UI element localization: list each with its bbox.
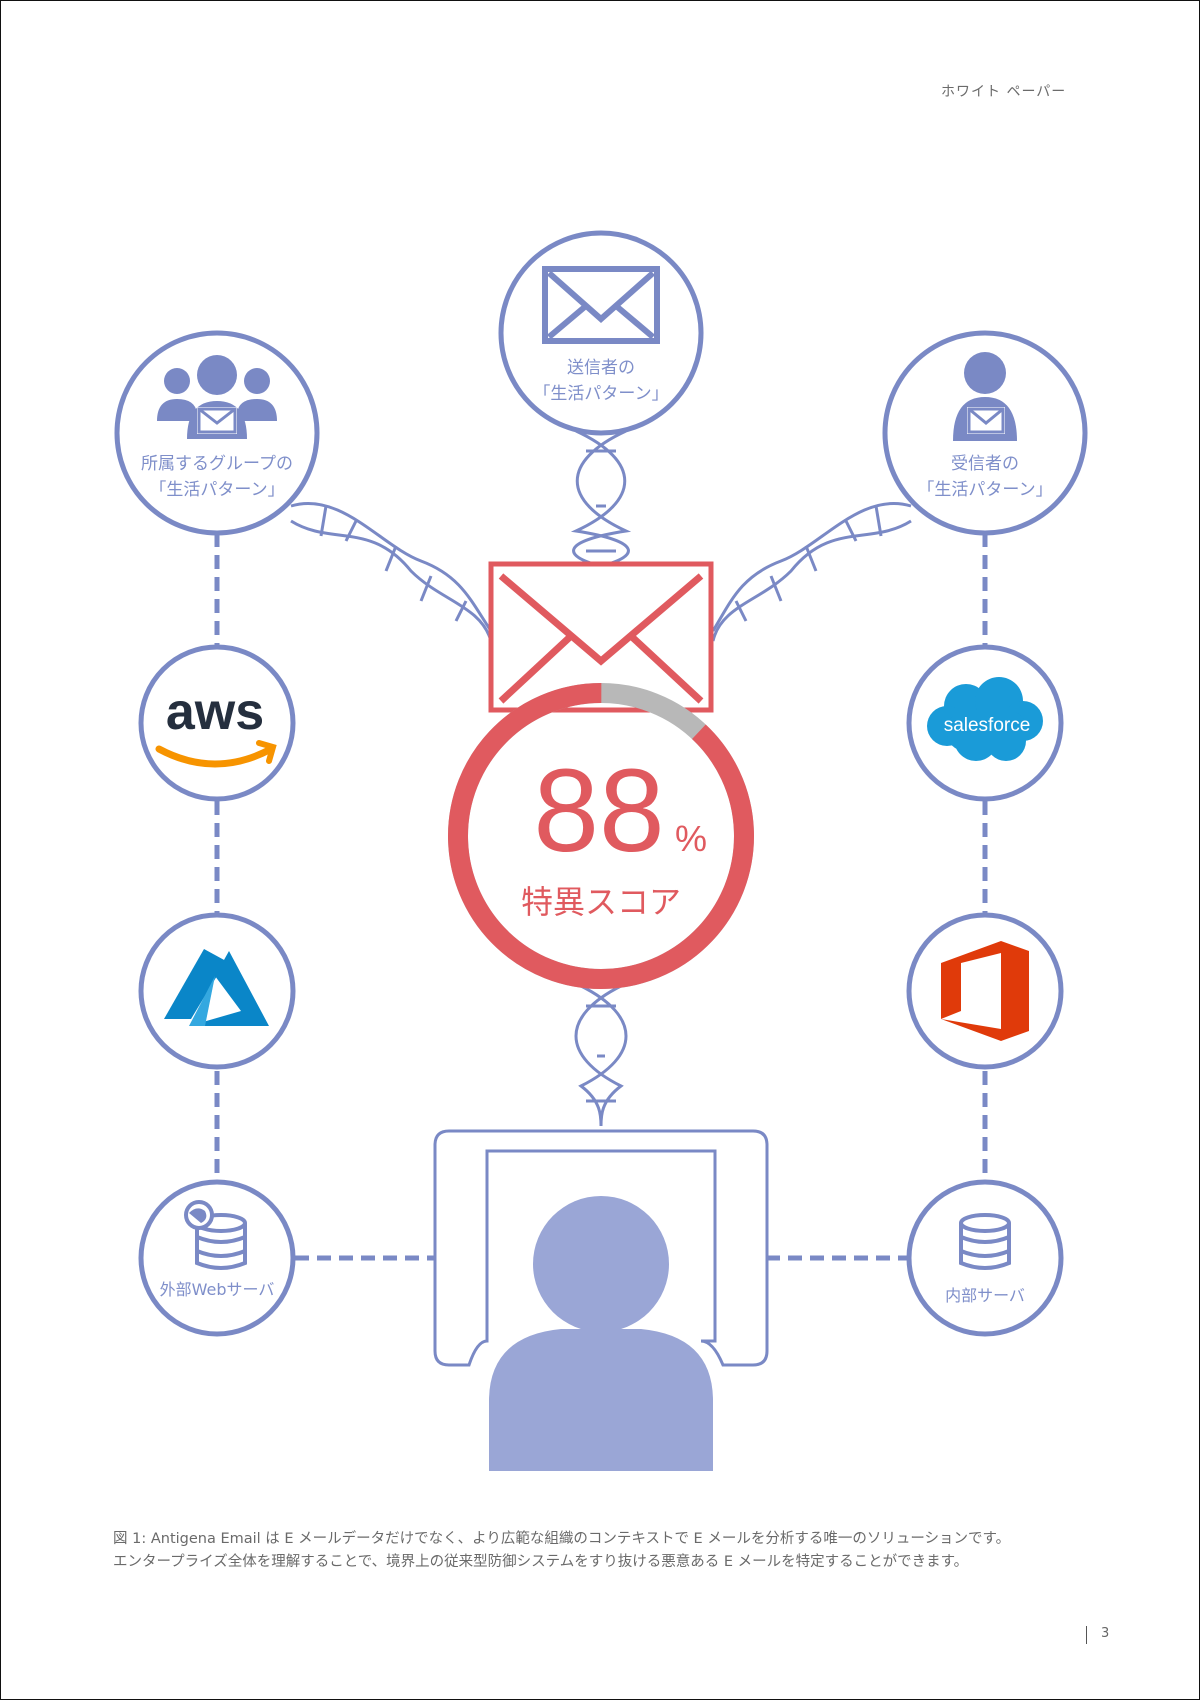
user-head — [533, 1196, 669, 1332]
salesforce-label: salesforce — [944, 715, 1031, 736]
office-logo — [941, 941, 1029, 1041]
aws-logo: aws — [166, 683, 264, 741]
internal-server-label: 内部サーバ — [945, 1286, 1025, 1305]
dashed-connectors — [214, 533, 988, 1261]
person-mail-icon — [953, 352, 1017, 441]
score-label: 特異スコア — [521, 883, 681, 921]
dna-strand-bottom — [574, 984, 628, 1127]
dna-strand-left — [290, 502, 493, 642]
group-line1: 所属するグループの — [141, 454, 293, 474]
recipient-line1: 受信者の — [951, 454, 1019, 474]
group-line2: 「生活パターン」 — [149, 480, 284, 500]
office-node — [906, 912, 1064, 1070]
aws-smile — [155, 745, 275, 768]
web-server-label: 外部Webサーバ — [160, 1280, 275, 1299]
salesforce-node: salesforce — [906, 644, 1064, 802]
user-body — [489, 1329, 713, 1471]
sender-node: 送信者の 「生活パターン」 — [498, 230, 704, 436]
internal-server-node: 内部サーバ — [906, 1179, 1064, 1337]
figure-caption: 図 1: Antigena Email は E メールデータだけでなく、より広範… — [113, 1528, 1103, 1574]
dna-strand-right — [711, 502, 912, 642]
footer-divider — [1086, 1626, 1087, 1644]
sender-line1: 送信者の — [567, 358, 635, 378]
email-analysis-diagram: 送信者の 「生活パターン」 所属するグループの 「生活パターン」 — [114, 230, 1088, 1471]
dna-strand-top — [570, 429, 632, 568]
database-globe-icon — [184, 1200, 247, 1270]
monitor-frame — [433, 1129, 769, 1367]
group-mail-icon — [157, 355, 277, 439]
recipient-line2: 「生活パターン」 — [917, 480, 1052, 500]
header-label: ホワイト ペーパー — [941, 84, 1067, 100]
gauge-fill — [448, 683, 754, 989]
azure-node — [138, 912, 296, 1070]
recipient-node: 受信者の 「生活パターン」 — [882, 330, 1088, 536]
envelope-icon — [542, 266, 660, 344]
aws-node: aws — [138, 644, 296, 802]
user-at-monitor — [433, 1129, 769, 1471]
salesforce-logo — [927, 677, 1043, 761]
database-icon — [959, 1213, 1011, 1270]
page-number: 3 — [1101, 1626, 1110, 1641]
score-unit: % — [675, 818, 707, 859]
score-value: 88 — [533, 745, 664, 877]
web-server-node: 外部Webサーバ — [138, 1179, 296, 1337]
caption-line-1: 図 1: Antigena Email は E メールデータだけでなく、より広範… — [113, 1531, 1011, 1547]
sender-line2: 「生活パターン」 — [533, 384, 668, 404]
anomaly-score-gauge: 88 % 特異スコア — [448, 683, 754, 989]
caption-line-2: エンタープライズ全体を理解することで、境界上の従来型防御システムをすり抜ける悪意… — [113, 1554, 969, 1570]
azure-logo — [164, 949, 269, 1026]
group-node: 所属するグループの 「生活パターン」 — [114, 330, 320, 536]
